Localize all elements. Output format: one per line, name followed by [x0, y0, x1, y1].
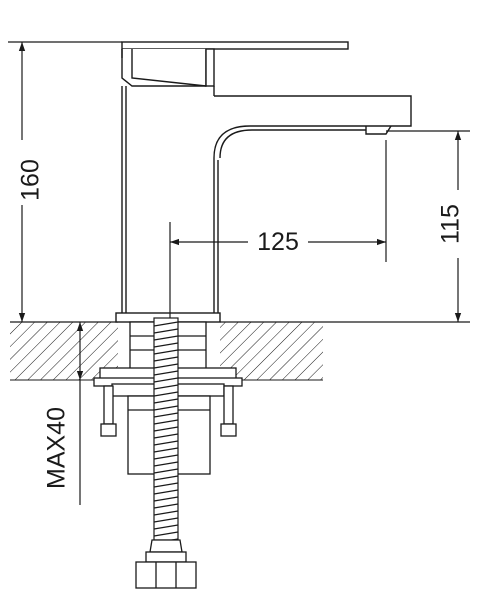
thread-line	[153, 370, 179, 376]
thread-line	[153, 461, 179, 467]
thread-line	[153, 419, 179, 425]
thread-line	[153, 335, 179, 341]
thread-line	[153, 482, 179, 488]
thread-line	[153, 384, 179, 390]
thread-line	[153, 517, 179, 523]
thread-line	[153, 524, 179, 530]
thread-line	[153, 363, 179, 369]
thread-line	[153, 328, 179, 334]
dimension-label-max-deck-thickness: MAX40	[43, 407, 71, 489]
dimension-label-total-height: 160	[17, 159, 45, 201]
thread-line	[153, 377, 179, 383]
thread-line	[153, 405, 179, 411]
hose-connector	[135, 539, 197, 589]
threaded-rod	[153, 317, 179, 544]
thread-line	[153, 503, 179, 509]
thread-line	[153, 433, 179, 439]
thread-line	[153, 426, 179, 432]
dimension-total-height	[8, 41, 122, 322]
thread-line	[153, 412, 179, 418]
thread-line	[153, 531, 179, 537]
thread-line	[153, 440, 179, 446]
thread-line	[153, 468, 179, 474]
thread-line	[153, 391, 179, 397]
dimension-spout-reach	[169, 140, 387, 318]
thread-line	[153, 398, 179, 404]
thread-line	[153, 447, 179, 453]
faucet-body	[115, 41, 412, 323]
thread-line	[153, 321, 179, 327]
thread-line	[153, 475, 179, 481]
dimension-label-spout-reach: 125	[257, 228, 299, 256]
thread-line	[153, 356, 179, 362]
dimension-label-spout-height: 115	[437, 204, 465, 244]
thread-line	[153, 349, 179, 355]
thread-line	[153, 489, 179, 495]
thread-line	[153, 342, 179, 348]
thread-line	[153, 454, 179, 460]
thread-line	[153, 496, 179, 502]
countertop-section	[10, 321, 323, 381]
dimension-spout-height	[323, 130, 470, 323]
thread-line	[153, 510, 179, 516]
